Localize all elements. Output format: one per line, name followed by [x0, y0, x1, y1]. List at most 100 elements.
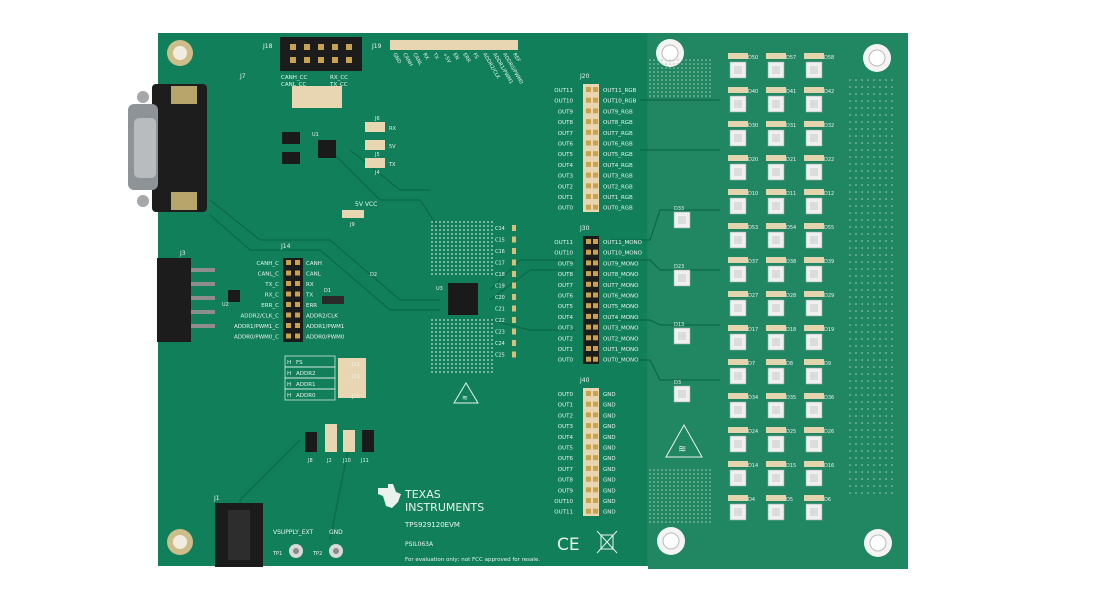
via: [665, 469, 667, 471]
via: [665, 75, 667, 77]
output-left-label: OUT2: [558, 336, 573, 342]
via: [709, 83, 711, 85]
via: [467, 221, 469, 223]
via: [435, 355, 437, 357]
via: [455, 265, 457, 267]
via: [849, 394, 851, 396]
via: [649, 71, 651, 73]
via: [891, 303, 893, 305]
led-label: D55: [824, 225, 834, 231]
via: [685, 63, 687, 65]
via: [665, 493, 667, 495]
via: [653, 87, 655, 89]
via: [855, 261, 857, 263]
via: [435, 335, 437, 337]
via: [885, 247, 887, 249]
via: [693, 473, 695, 475]
via: [459, 367, 461, 369]
via: [657, 501, 659, 503]
via: [443, 371, 445, 373]
via: [459, 221, 461, 223]
led-lens: [772, 440, 780, 448]
via: [487, 237, 489, 239]
via: [471, 371, 473, 373]
via: [879, 170, 881, 172]
via: [463, 367, 465, 369]
header-pin: [586, 303, 591, 309]
via: [867, 408, 869, 410]
via: [649, 509, 651, 511]
via: [443, 335, 445, 337]
via: [677, 469, 679, 471]
output-right-label: OUT3_RGB: [603, 174, 633, 180]
via: [873, 443, 875, 445]
led-label: D34: [748, 395, 758, 401]
via: [709, 473, 711, 475]
output-right-label: OUT5_RGB: [603, 152, 633, 158]
via: [879, 443, 881, 445]
via: [455, 233, 457, 235]
via: [689, 501, 691, 503]
output-right-label: OUT10_RGB: [603, 99, 637, 105]
j19-pin-label: ERR: [461, 52, 472, 64]
via: [447, 245, 449, 247]
header-pin: [593, 151, 598, 157]
via: [867, 289, 869, 291]
via: [873, 107, 875, 109]
via: [873, 324, 875, 326]
via: [673, 517, 675, 519]
via: [657, 75, 659, 77]
via: [673, 75, 675, 77]
via: [455, 323, 457, 325]
via: [861, 303, 863, 305]
via: [649, 497, 651, 499]
capacitor: [512, 282, 516, 289]
header-pin: [586, 498, 591, 503]
via: [873, 177, 875, 179]
via: [693, 521, 695, 523]
output-left-label: OUT10: [554, 99, 573, 105]
via: [861, 261, 863, 263]
output-left-label: OUT8: [558, 272, 574, 278]
via: [873, 394, 875, 396]
via: [451, 257, 453, 259]
via: [855, 100, 857, 102]
via: [681, 59, 683, 61]
j7-signal-label: CANL_CC: [281, 82, 306, 88]
led-label: D38: [786, 259, 796, 265]
via: [861, 121, 863, 123]
via: [479, 339, 481, 341]
led-label: D33: [674, 206, 684, 212]
via: [891, 184, 893, 186]
j40-pin-header: [583, 388, 599, 516]
via: [463, 363, 465, 365]
via: [483, 319, 485, 321]
via: [849, 191, 851, 193]
via: [459, 343, 461, 345]
via: [459, 351, 461, 353]
via: [431, 355, 433, 357]
j14-pin: [286, 333, 291, 339]
resistor: [766, 87, 786, 93]
via: [873, 212, 875, 214]
via: [849, 436, 851, 438]
via: [459, 233, 461, 235]
via: [447, 343, 449, 345]
via: [867, 184, 869, 186]
led-lens: [810, 440, 818, 448]
via: [649, 67, 651, 69]
ti-brand-line2: INSTRUMENTS: [405, 501, 484, 514]
j14-left-label: ADDR1/PWM1_C: [234, 324, 279, 330]
j14-pin: [295, 291, 300, 297]
led-lens: [678, 390, 686, 398]
header-pin: [586, 249, 591, 255]
via: [435, 249, 437, 251]
via: [451, 323, 453, 325]
via: [879, 345, 881, 347]
via: [873, 121, 875, 123]
via: [439, 371, 441, 373]
output-right-label: OUT6_RGB: [603, 142, 633, 148]
via: [467, 249, 469, 251]
via: [443, 367, 445, 369]
led-lens: [772, 406, 780, 414]
